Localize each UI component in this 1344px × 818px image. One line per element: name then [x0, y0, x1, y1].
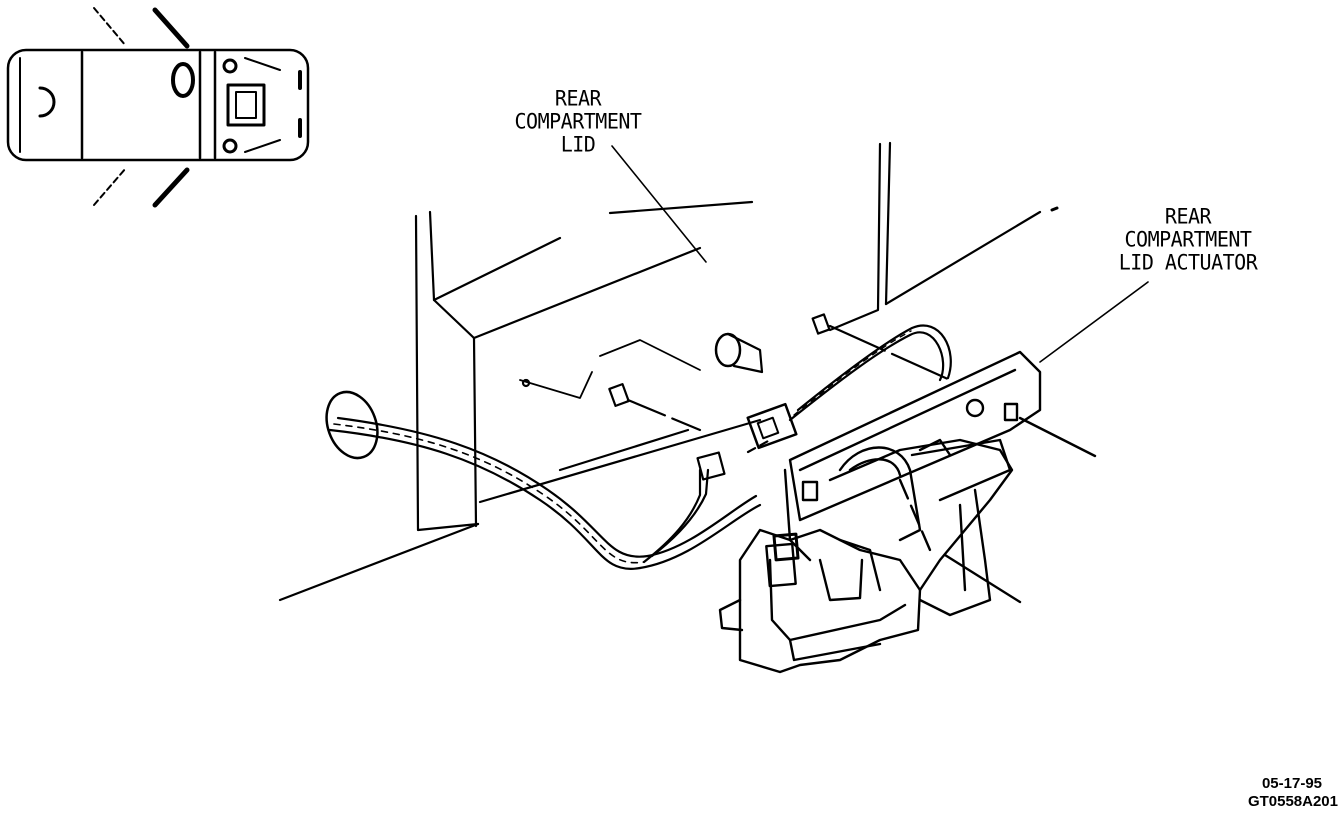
vehicle-locator-icon — [6, 7, 310, 208]
rear-compartment-lid-label: REAR COMPARTMENT LID — [488, 86, 668, 155]
actuator-leader-line — [1039, 281, 1149, 363]
vehicle-body-outline — [6, 48, 310, 162]
rear-compartment-lid-actuator-drawing — [718, 350, 1097, 674]
rear-compartment-lid-drawing — [278, 141, 1059, 602]
actuator-label-line-2: COMPARTMENT — [1124, 226, 1252, 252]
actuator-label-line-3: LID ACTUATOR — [1118, 249, 1258, 275]
lid-label-line-3: LID — [560, 131, 596, 157]
actuator-label-line-1: REAR — [1164, 203, 1212, 229]
wiring-harness-drawing — [325, 324, 952, 570]
rear-compartment-lid-actuator-label: REAR COMPARTMENT LID ACTUATOR — [1098, 204, 1278, 273]
lid-leader-line — [611, 145, 707, 263]
figure-id: GT0558A201 — [1247, 793, 1338, 810]
date-code: 05-17-95 — [1261, 775, 1322, 792]
lid-label-line-1: REAR — [554, 85, 602, 111]
lid-label-line-2: COMPARTMENT — [514, 108, 642, 134]
